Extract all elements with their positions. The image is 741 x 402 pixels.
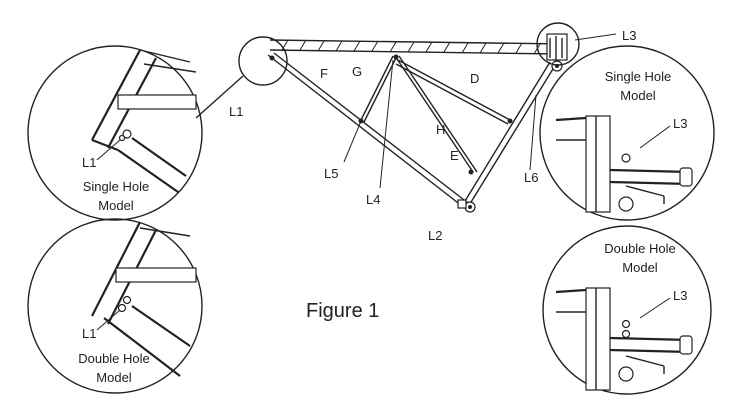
detail-top-left-part-label: L1 [82, 155, 96, 170]
figure-caption: Figure 1 [306, 300, 379, 322]
detail-bottom-left-caption-1: Double Hole [78, 351, 150, 366]
brace-h [395, 59, 511, 125]
label-l5: L5 [324, 166, 338, 181]
detail-bottom-right: L3 Double Hole Model [542, 225, 712, 395]
detail-top-left-caption-2: Model [98, 198, 134, 213]
label-l3-main: L3 [622, 28, 636, 43]
label-g: G [352, 64, 362, 79]
label-l1-main: L1 [229, 104, 243, 119]
detail-top-right-caption-1: Single Hole [605, 69, 672, 84]
callout-ring-right [536, 22, 580, 66]
detail-bottom-right-part-label: L3 [673, 288, 687, 303]
detail-bottom-right-caption-2: Model [622, 260, 658, 275]
detail-bottom-left-parts [91, 221, 197, 377]
label-l2: L2 [428, 228, 442, 243]
detail-bottom-left-part-label: L1 [82, 326, 96, 341]
detail-top-left-caption-1: Single Hole [83, 179, 150, 194]
main-frame [267, 33, 568, 213]
detail-bottom-left-caption-2: Model [96, 370, 132, 385]
leader-lines [343, 33, 617, 189]
label-e: E [450, 148, 459, 163]
detail-bottom-right-caption-1: Double Hole [604, 241, 676, 256]
detail-top-left: L1 Single Hole Model [27, 45, 203, 221]
part-labels: L3 L1 F G D H E L5 L4 L6 L2 [229, 28, 636, 243]
callout-ring-left [195, 36, 288, 119]
label-d: D [470, 71, 479, 86]
detail-top-right-parts [555, 115, 693, 213]
brace-g [359, 55, 398, 123]
wheel-l2 [457, 199, 476, 213]
label-h: H [436, 122, 445, 137]
strut-f [267, 52, 469, 207]
detail-top-left-parts [91, 49, 197, 193]
detail-top-right: L3 Single Hole Model [539, 45, 715, 221]
strut-e [461, 61, 557, 208]
detail-top-right-caption-2: Model [620, 88, 656, 103]
label-l4: L4 [366, 192, 380, 207]
brace-l4 [394, 55, 478, 173]
joint-dots [269, 54, 513, 175]
detail-bottom-right-parts [555, 287, 693, 391]
top-rail-d [269, 39, 566, 55]
detail-bottom-left: L1 Double Hole Model [27, 218, 203, 394]
rail-hatching [281, 39, 541, 55]
label-f: F [320, 66, 328, 81]
detail-top-right-part-label: L3 [673, 116, 687, 131]
label-l6: L6 [524, 170, 538, 185]
hinge-l3 [546, 33, 568, 72]
